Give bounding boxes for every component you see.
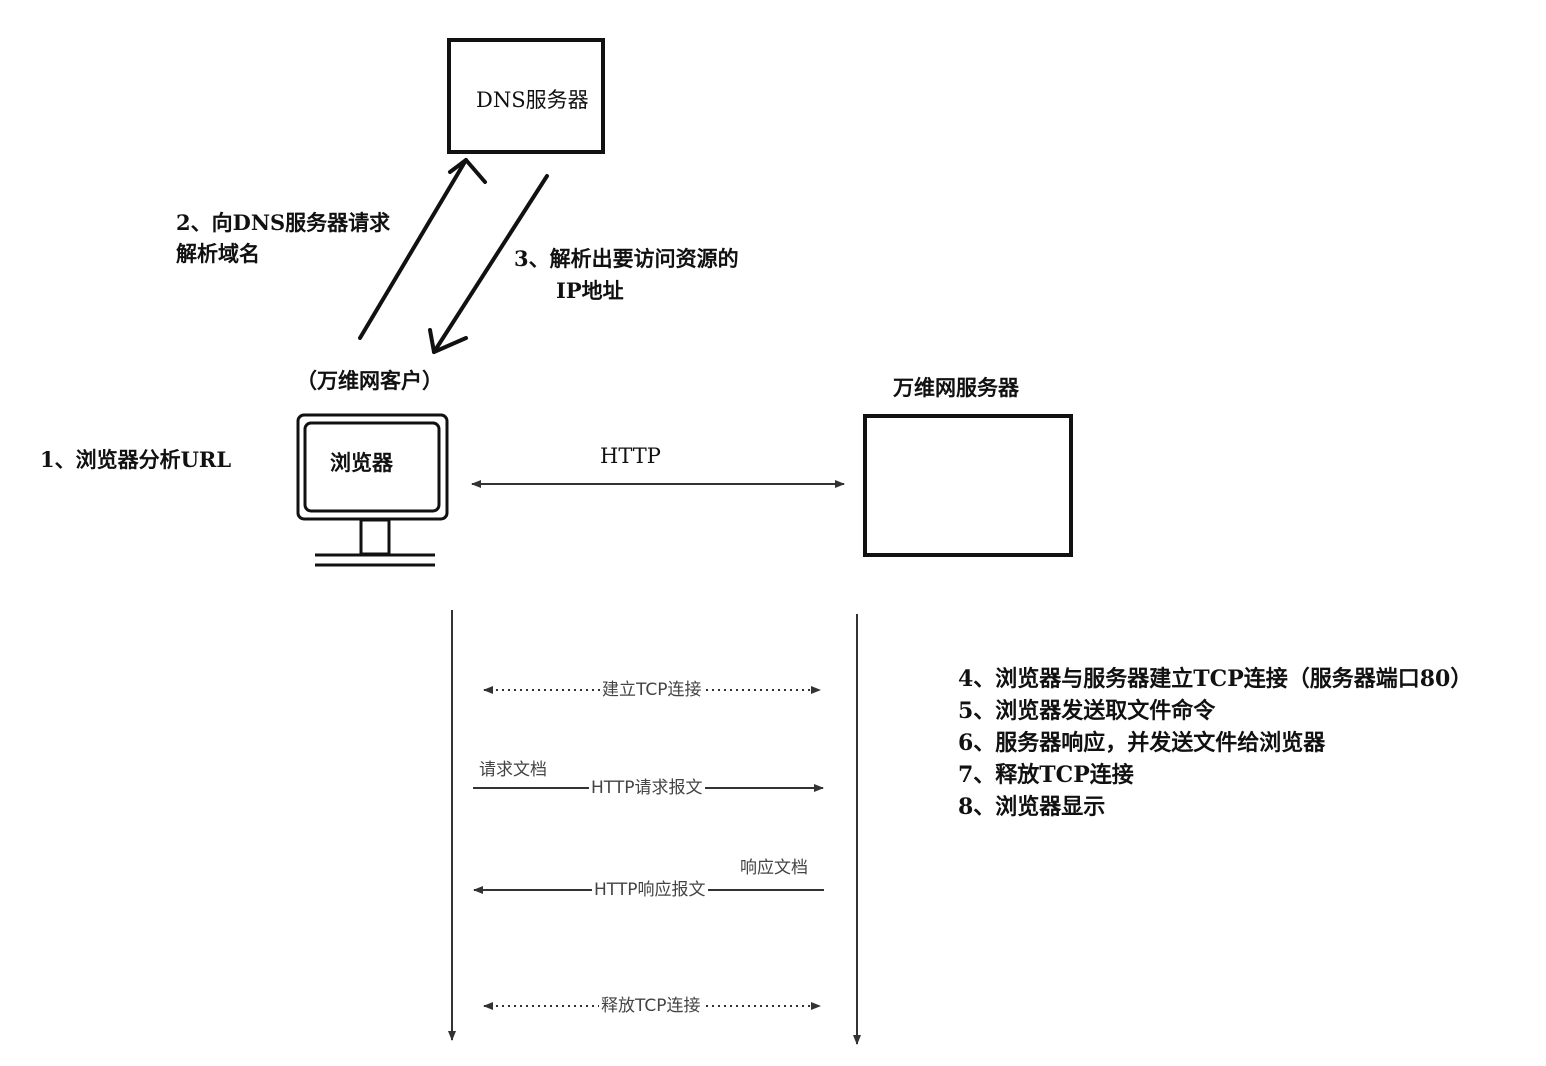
step-item: 6、服务器响应，并发送文件给浏览器 [958,730,1326,756]
http-response-label: HTTP响应报文 [592,880,708,900]
step-item: 4、浏览器与服务器建立TCP连接（服务器端口80） [958,666,1473,692]
step1-label: 1、浏览器分析URL [40,447,232,472]
client-caption: （万维网客户） [296,368,443,393]
http-label: HTTP [600,444,661,468]
dns-server-label: DNS服务器 [476,88,589,112]
dns-request-arrow [358,158,487,340]
dns-request-label-line1: 2、向DNS服务器请求 [176,210,391,235]
dns-reply-label-line2: IP地址 [556,278,624,303]
monitor-icon [296,413,449,567]
step-item: 7、释放TCP连接 [958,762,1134,788]
tcp-close-label: 释放TCP连接 [599,996,703,1016]
dns-server-box [447,38,605,154]
dns-reply-label-line1: 3、解析出要访问资源的 [514,246,739,271]
http-request-label: HTTP请求报文 [589,778,705,798]
dns-reply-arrow [428,174,549,354]
browser-label: 浏览器 [330,450,393,475]
response-doc-label: 响应文档 [740,858,808,878]
request-doc-label: 请求文档 [479,760,547,780]
web-server-caption: 万维网服务器 [893,375,1019,400]
web-server-box [863,414,1073,557]
steps-list: 4、浏览器与服务器建立TCP连接（服务器端口80） 5、浏览器发送取文件命令 6… [958,663,1472,823]
dns-request-label-line2: 解析域名 [176,241,260,266]
step-item: 5、浏览器发送取文件命令 [958,698,1216,724]
tcp-open-label: 建立TCP连接 [600,680,704,700]
step-item: 8、浏览器显示 [958,794,1106,820]
